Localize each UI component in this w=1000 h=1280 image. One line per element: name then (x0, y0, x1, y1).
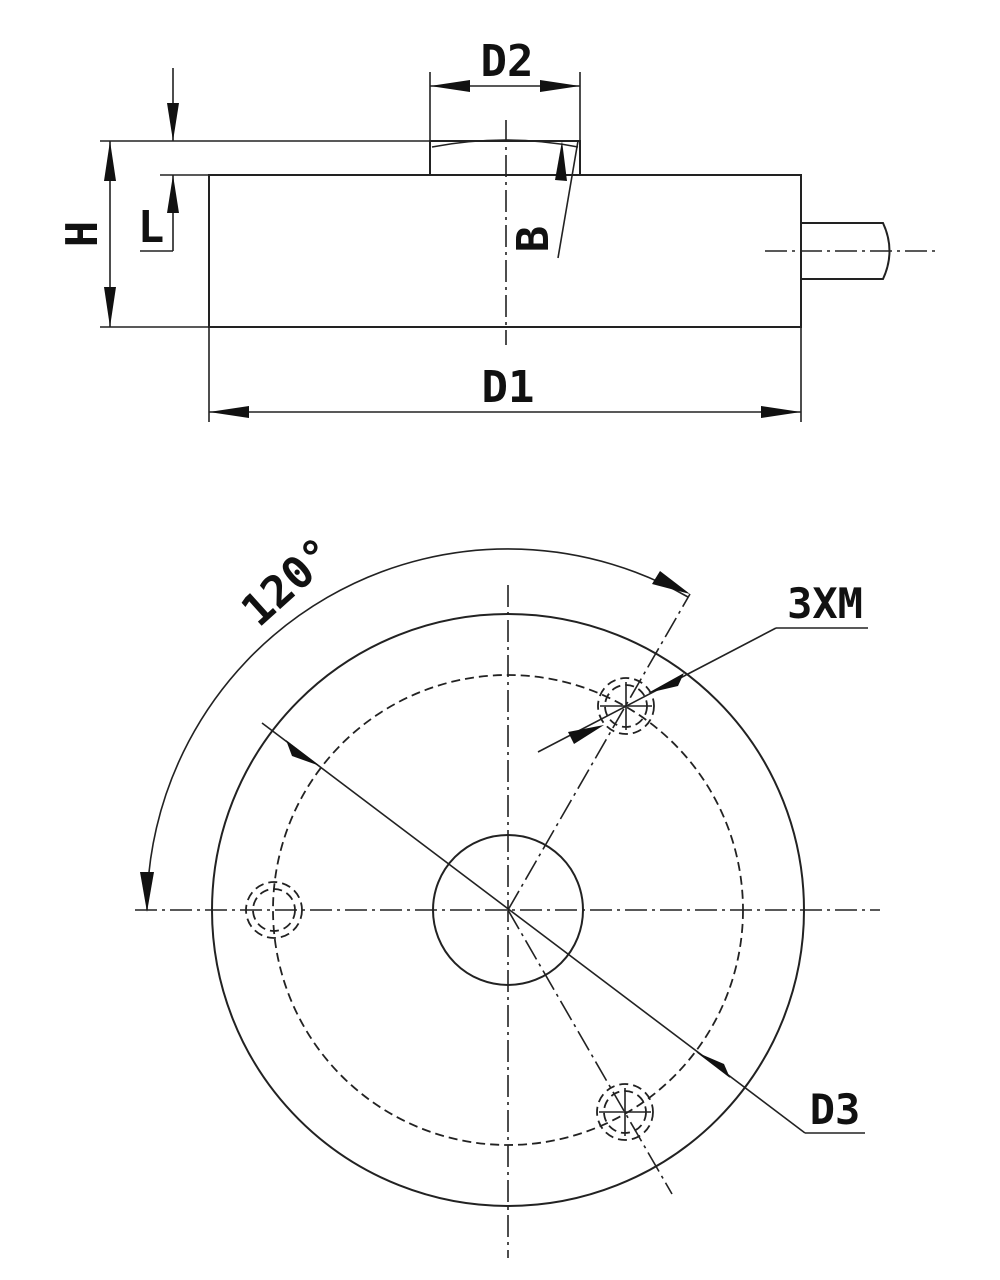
d2-label: D2 (481, 36, 534, 87)
side-view: D2 D1 H L B (57, 36, 940, 422)
d3-dimension: D3 (261, 722, 865, 1134)
h-label: H (57, 221, 108, 248)
hole-center-line-lower (507, 909, 673, 1195)
d1-dimension: D1 (209, 362, 801, 418)
d2-dimension: D2 (430, 36, 580, 92)
thread-label: 3XM (787, 579, 863, 628)
d1-label: D1 (482, 362, 535, 413)
load-button (429, 140, 581, 175)
l-label: L (138, 202, 165, 253)
h-dimension: H (57, 141, 116, 327)
b-label: B (508, 226, 559, 253)
l-dimension: L (138, 68, 179, 253)
hole-center-line-upper (507, 593, 691, 911)
body-outline (208, 174, 802, 328)
d3-label: D3 (810, 1085, 861, 1134)
bolt-hole-left (245, 881, 303, 939)
angle-120-dimension: 120° (140, 528, 690, 912)
angle-label: 120° (232, 528, 345, 637)
top-view: 120° 3XM D3 (135, 528, 880, 1258)
thread-callout: 3XM (537, 579, 868, 753)
bolt-hole-lower (596, 1083, 654, 1141)
b-dimension: B (508, 140, 579, 259)
button-crown-arc (431, 139, 579, 148)
